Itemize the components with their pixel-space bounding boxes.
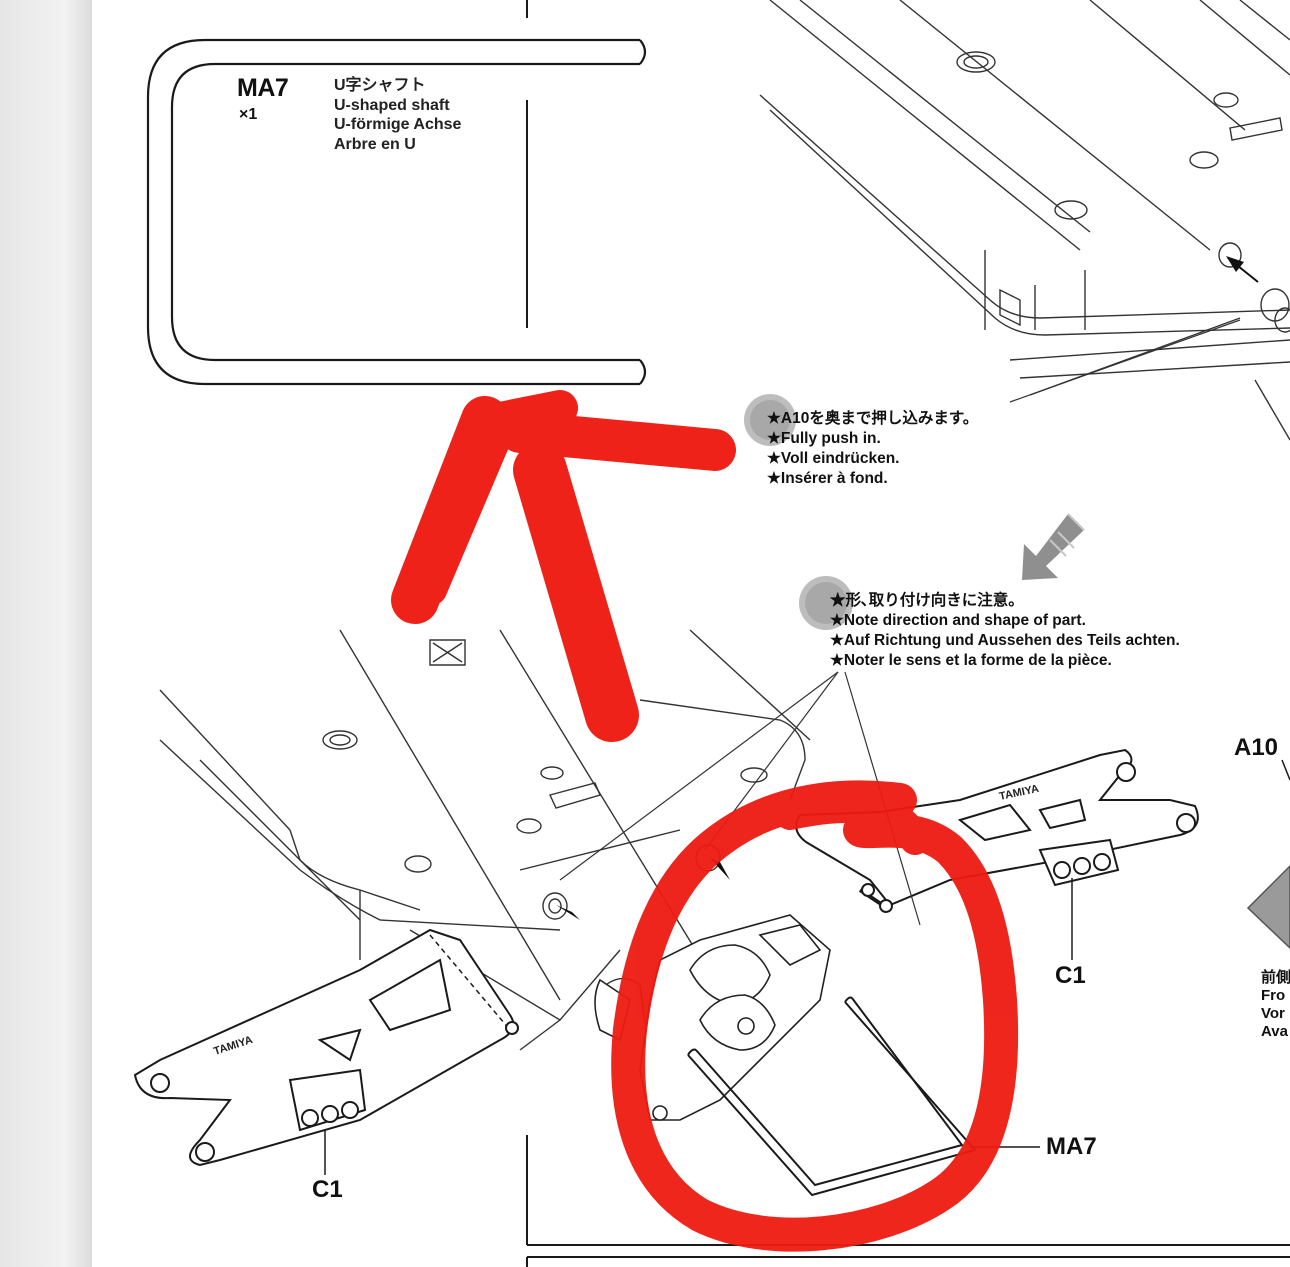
note-badge-direction xyxy=(799,576,853,630)
red-circle-annotation xyxy=(611,780,1019,1252)
u-shaft-part xyxy=(146,38,647,386)
note-direction-fr: ★Noter le sens et la forme de la pièce. xyxy=(830,652,1112,669)
note-badge-push xyxy=(744,394,796,446)
front-label-jp: 前側 xyxy=(1261,969,1290,986)
frame-lines xyxy=(526,0,1290,1267)
note-direction-en: ★Note direction and shape of part. xyxy=(830,612,1086,629)
callout-c1-right: C1 xyxy=(1055,962,1086,989)
arm-right xyxy=(795,748,1199,913)
callout-a10: A10 xyxy=(1234,734,1279,761)
page-shadow xyxy=(0,0,92,1267)
part-name-jp: U字シャフト xyxy=(334,77,426,94)
callout-c1-left: C1 xyxy=(312,1176,343,1203)
part-names: U字シャフト U-shaped shaft U-förmige Achse Ar… xyxy=(334,76,461,154)
leader-a10 xyxy=(1281,759,1290,781)
part-quantity: ×1 xyxy=(239,106,258,123)
front-arrow xyxy=(1246,864,1290,950)
note-push-in-fr: ★Insérer à fond. xyxy=(767,470,888,487)
front-label-de: Vor xyxy=(1261,1005,1285,1022)
direction-arrow xyxy=(1022,513,1085,580)
part-name-en: U-shaped shaft xyxy=(334,96,450,114)
front-label: 前側 Fro Vor Ava xyxy=(1261,969,1290,1041)
red-arrow-annotation xyxy=(391,390,736,742)
arrow-a10-insert xyxy=(1226,256,1259,283)
note-direction-jp: ★形､取り付け向きに注意。 xyxy=(830,592,1024,609)
callout-ma7: MA7 xyxy=(1046,1133,1097,1160)
front-label-fr: Ava xyxy=(1261,1023,1288,1040)
note-push-in: ★A10を奥まで押し込みます。 ★Fully push in. ★Voll ei… xyxy=(767,409,978,489)
u-shaft-installed xyxy=(687,996,977,1197)
part-name-fr: Arbre en U xyxy=(334,135,416,153)
chassis-top-right xyxy=(759,0,1290,441)
note-push-in-de: ★Voll eindrücken. xyxy=(767,450,900,467)
arm-left xyxy=(133,928,519,1167)
note-direction-de: ★Auf Richtung und Aussehen des Teils ach… xyxy=(830,632,1180,649)
note-direction: ★形､取り付け向きに注意。 ★Note direction and shape … xyxy=(830,591,1180,671)
note-push-in-jp: ★A10を奥まで押し込みます。 xyxy=(767,410,979,427)
part-name-de: U-förmige Achse xyxy=(334,116,462,133)
note-push-in-en: ★Fully push in. xyxy=(767,430,881,447)
front-label-en: Fro xyxy=(1261,987,1286,1004)
part-code: MA7 xyxy=(237,74,289,102)
